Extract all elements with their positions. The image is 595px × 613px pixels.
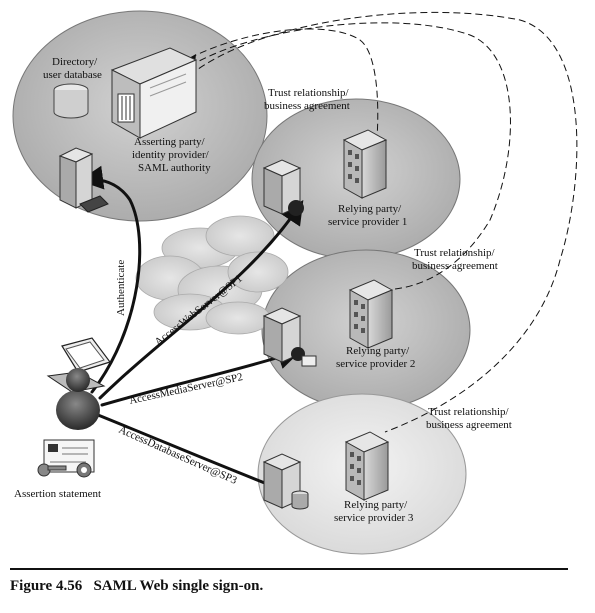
network-cloud [135, 215, 289, 335]
access-database-server-label: AccessDatabaseServer@SP3 [117, 424, 239, 487]
trust-3-label-line-1: Trust relationship/ [428, 406, 510, 418]
sp1-building-icon [342, 129, 388, 199]
sp3-server-icon [262, 453, 309, 510]
directory-label-line-1: Directory/ [52, 56, 98, 68]
access-media-server-label: AccessMediaServer@SP2 [128, 371, 244, 407]
trust-curve-inner [189, 28, 379, 161]
directory-label-line-2: user database [43, 69, 102, 81]
sp3-building-icon [344, 431, 390, 501]
sp2-label-line-2: service provider 2 [336, 358, 415, 370]
figure-number: Figure 4.56 [10, 578, 83, 594]
database-icon [53, 83, 89, 119]
asserting-party-label-line-3: SAML authority [138, 162, 211, 174]
figure-title: SAML Web single sign-on. [93, 578, 264, 594]
sp3-label-line-2: service provider 3 [334, 512, 414, 524]
trust-1-label-line-1: Trust relationship/ [268, 87, 350, 99]
identity-provider-icon [110, 47, 198, 139]
sp2-building-icon [348, 279, 394, 349]
sp2-label-line-1: Relying party/ [346, 345, 410, 357]
sp2-server-icon [262, 307, 317, 367]
authenticate-label: Authenticate [115, 260, 127, 316]
trust-2-label-line-1: Trust relationship/ [414, 247, 496, 259]
authenticate-curve [79, 165, 142, 394]
assertion-statement-label: Assertion statement [14, 488, 101, 500]
trust-3-label-line-2: business agreement [426, 419, 512, 431]
sp1-label-line-2: service provider 1 [328, 216, 407, 228]
user-icon [56, 368, 100, 430]
trust-curve-outer [189, 11, 578, 433]
sp3-label-line-1: Relying party/ [344, 499, 408, 511]
caption-rule [10, 568, 568, 570]
figure-caption: Figure 4.56 SAML Web single sign-on. [10, 578, 263, 595]
trust-1-label-line-2: business agreement [264, 100, 350, 112]
sp1-server-icon [262, 159, 304, 216]
authentication-server-icon [58, 147, 109, 213]
asserting-party-label-line-1: Asserting party/ [134, 136, 206, 148]
sp1-label-line-1: Relying party/ [338, 203, 402, 215]
trust-2-label-line-2: business agreement [412, 260, 498, 272]
asserting-party-label-line-2: identity provider/ [132, 149, 210, 161]
assertion-statement-icon [37, 439, 95, 478]
trust-curves [189, 11, 578, 433]
sp1-curve [98, 200, 304, 400]
